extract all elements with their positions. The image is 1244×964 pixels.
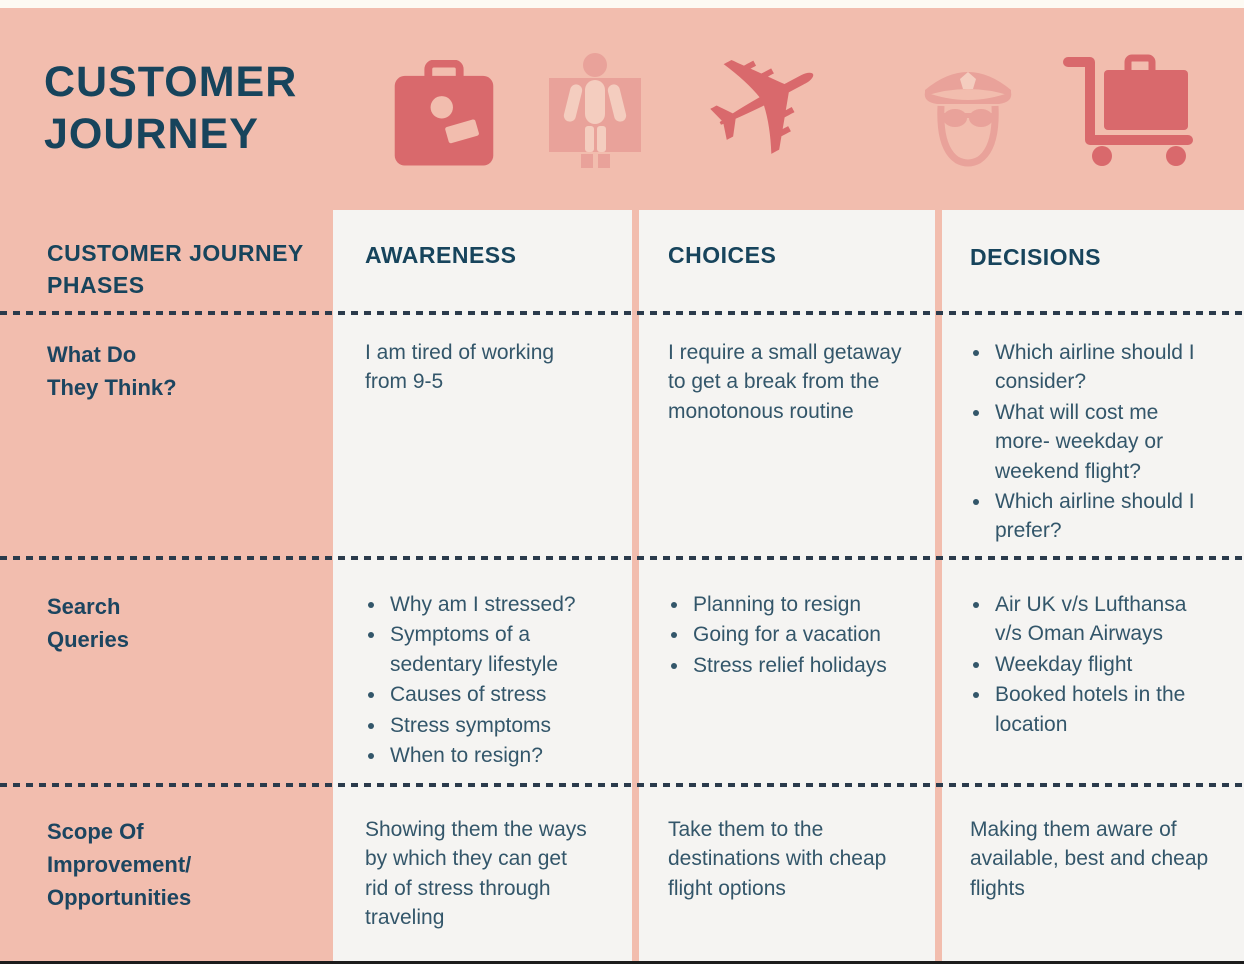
bullet-item: Which airline should I prefer?	[992, 487, 1215, 546]
cell-search-choices: Planning to resign Going for a vacation …	[668, 590, 908, 681]
column-header-choices: CHOICES	[668, 242, 777, 268]
cell-think-choices: I require a small getaway to get a break…	[668, 341, 902, 423]
bullet-list: Why am I stressed? Symptoms of a sedenta…	[365, 590, 595, 770]
bullet-item: Which airline should I consider?	[992, 338, 1215, 397]
cell-think-decisions: Which airline should I consider? What wi…	[970, 338, 1215, 547]
column-decisions-bg	[942, 210, 1244, 961]
row-label-scope-of-improvement: Scope Of Improvement/ Opportunities	[47, 815, 317, 914]
cell-scope-choices: Take them to the destinations with cheap…	[668, 818, 887, 900]
row-label-line: Queries	[47, 627, 129, 652]
suitcase-icon	[388, 59, 500, 173]
luggage-cart-icon	[1062, 52, 1196, 173]
bullet-item: Stress symptoms	[387, 711, 595, 740]
corner-label: CUSTOMER JOURNEY PHASES	[47, 240, 304, 299]
bullet-item: When to resign?	[387, 741, 595, 770]
bullet-list: Which airline should I consider? What wi…	[970, 338, 1215, 546]
cell-search-decisions: Air UK v/s Lufthansa v/s Oman Airways We…	[970, 590, 1215, 740]
row-divider	[0, 556, 1244, 560]
bullet-list: Air UK v/s Lufthansa v/s Oman Airways We…	[970, 590, 1215, 739]
column-header-awareness: AWARENESS	[365, 242, 517, 268]
airplane-icon: ✈	[671, 0, 863, 208]
cell-search-awareness: Why am I stressed? Symptoms of a sedenta…	[365, 590, 595, 771]
pilot-icon	[915, 52, 1021, 175]
bullet-item: Weekday flight	[992, 650, 1215, 679]
row-label-search-queries: Search Queries	[47, 590, 317, 656]
row-label-line: Opportunities	[47, 885, 192, 910]
row-label-what-do-they-think: What Do They Think?	[47, 338, 317, 404]
column-header-decisions: DECISIONS	[970, 244, 1102, 270]
bullet-item: Why am I stressed?	[387, 590, 595, 619]
cell-scope-decisions: Making them aware of available, best and…	[970, 818, 1209, 900]
bullet-list: Planning to resign Going for a vacation …	[668, 590, 908, 680]
bullet-item: Symptoms of a sedentary lifestyle	[387, 620, 595, 679]
bullet-item: Causes of stress	[387, 680, 595, 709]
row-divider	[0, 311, 1244, 315]
row-label-line: Search	[47, 594, 121, 619]
bullet-item: Air UK v/s Lufthansa v/s Oman Airways	[992, 590, 1215, 649]
row-label-line: What Do	[47, 342, 137, 367]
bottom-edge-bar	[0, 961, 1244, 964]
bullet-item: Planning to resign	[690, 590, 908, 619]
row-label-line: Scope Of	[47, 819, 144, 844]
bullet-item: Booked hotels in the location	[992, 680, 1215, 739]
column-awareness-bg	[333, 210, 632, 961]
bullet-item: Going for a vacation	[690, 620, 908, 649]
cell-think-awareness: I am tired of working from 9-5	[365, 341, 555, 394]
row-label-line: Improvement/	[47, 852, 192, 877]
top-strip	[0, 0, 1244, 8]
body-scanner-icon	[545, 52, 645, 177]
bullet-item: What will cost me more- weekday or weeke…	[992, 398, 1215, 486]
cell-scope-awareness: Showing them the ways by which they can …	[365, 818, 587, 930]
column-choices-bg	[639, 210, 935, 961]
bullet-item: Stress relief holidays	[690, 651, 908, 680]
page-title: CUSTOMER JOURNEY	[44, 58, 298, 159]
row-label-line: They Think?	[47, 375, 177, 400]
row-divider	[0, 783, 1244, 787]
